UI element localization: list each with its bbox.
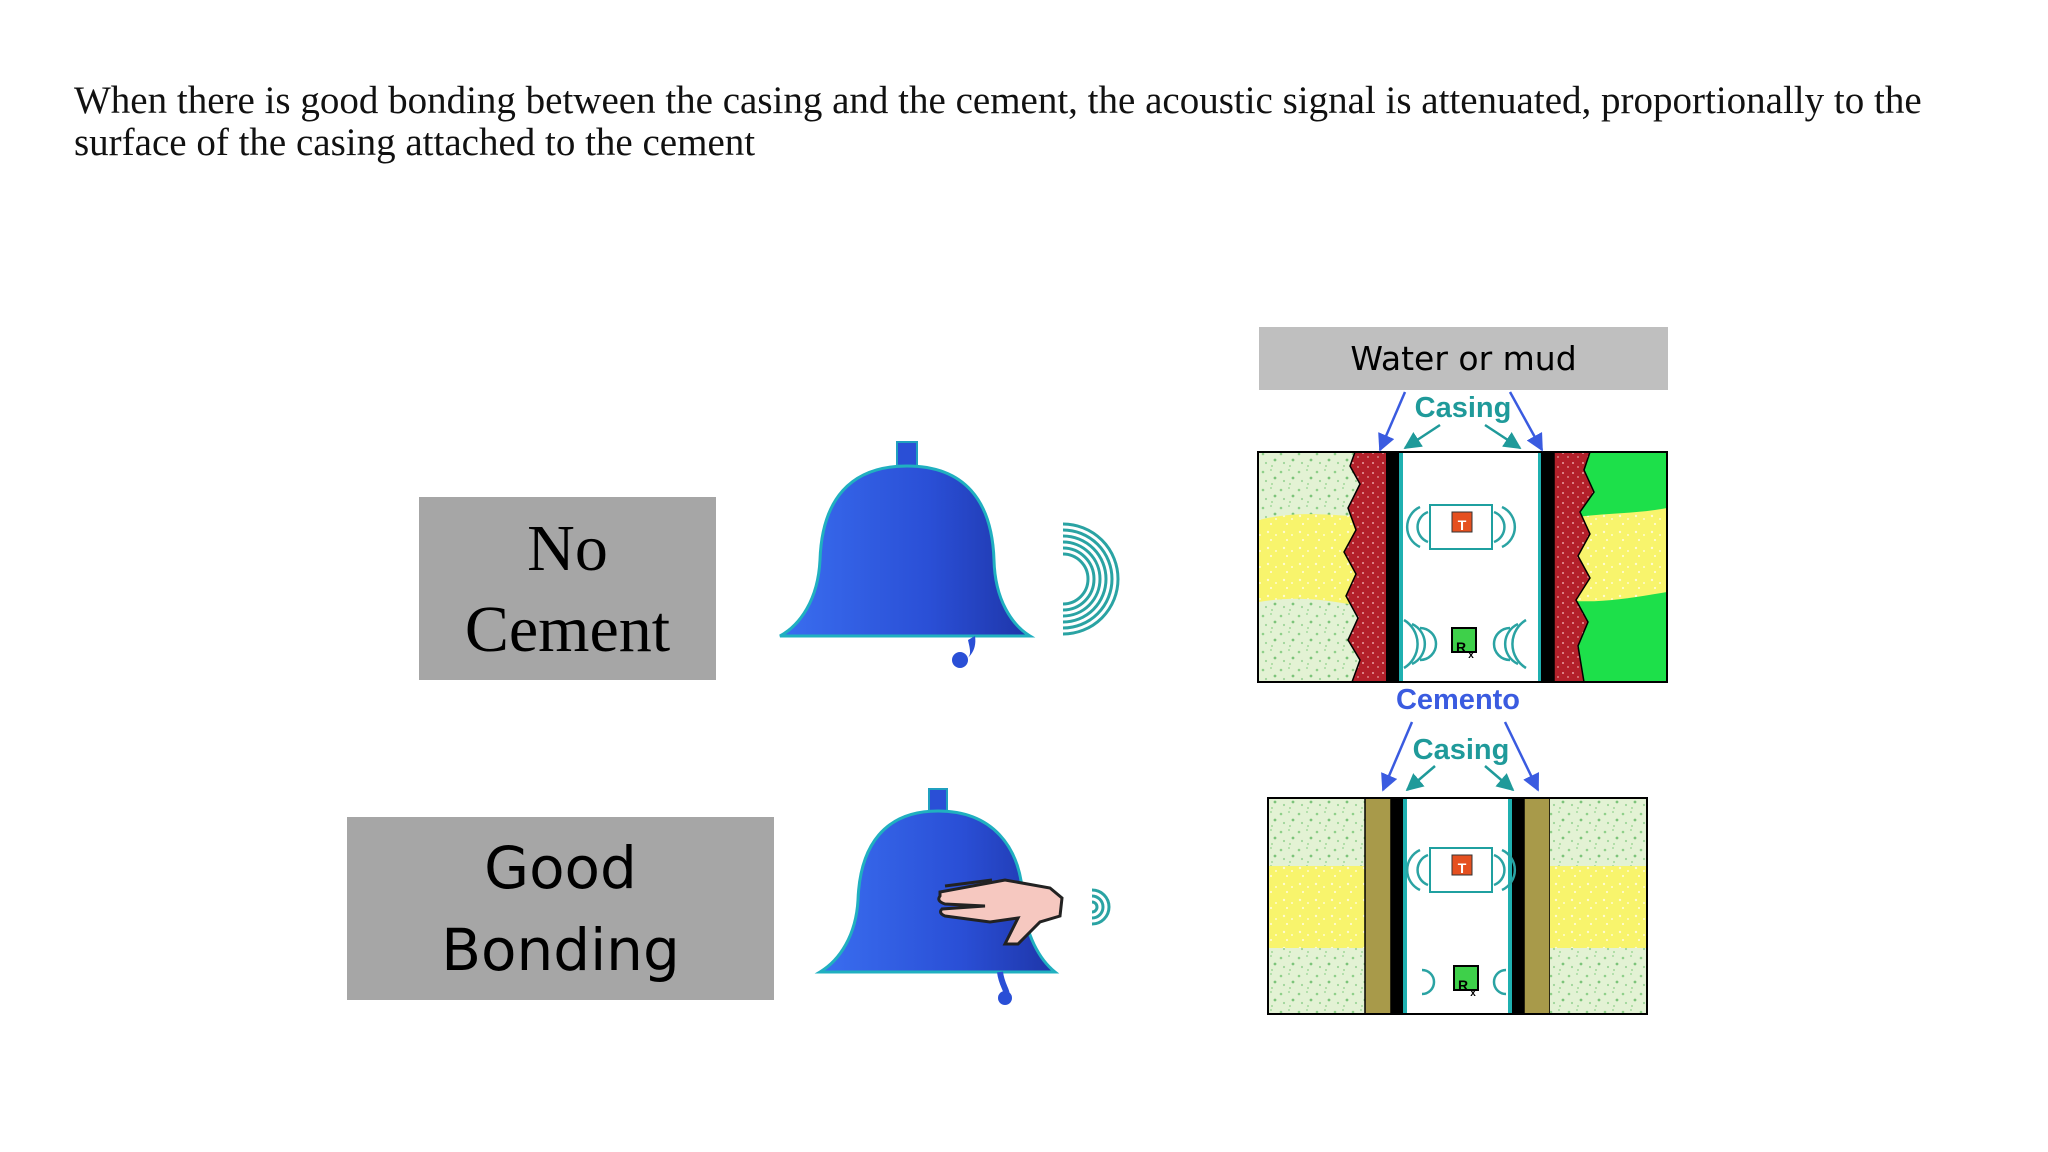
well-diagram-no-cement: T R x	[1257, 451, 1668, 683]
ringing-bell-icon	[779, 441, 1036, 668]
receiver-subscript-2: x	[1470, 988, 1476, 999]
weak-sound-waves-icon	[1091, 888, 1111, 926]
hand-icon	[937, 878, 1064, 946]
cemento-label: Cemento	[1396, 684, 1520, 716]
receiver-box	[1453, 965, 1479, 991]
no-cement-label: No Cement	[419, 497, 716, 680]
transmitter-label-2: T	[1458, 860, 1467, 876]
good-bonding-label: Good Bonding	[347, 817, 774, 1000]
strong-sound-waves-icon	[1062, 522, 1120, 636]
well-diagram-good-bonding: T R x	[1267, 797, 1648, 1015]
receiver-waves-strong-icon	[1403, 618, 1527, 670]
receiver-box	[1451, 627, 1477, 653]
transmitter-label: T	[1458, 517, 1467, 533]
water-or-mud-label: Water or mud	[1259, 327, 1668, 390]
casing-label-top: Casing	[1415, 392, 1512, 424]
casing-label-bottom: Casing	[1413, 734, 1510, 766]
receiver-subscript: x	[1468, 650, 1474, 661]
damped-bell-icon	[814, 788, 1060, 1005]
receiver-label: R	[1456, 639, 1466, 655]
caption-text: When there is good bonding between the c…	[74, 79, 1922, 164]
receiver-waves-weak-icon	[1421, 968, 1507, 996]
receiver-label-2: R	[1458, 977, 1468, 993]
